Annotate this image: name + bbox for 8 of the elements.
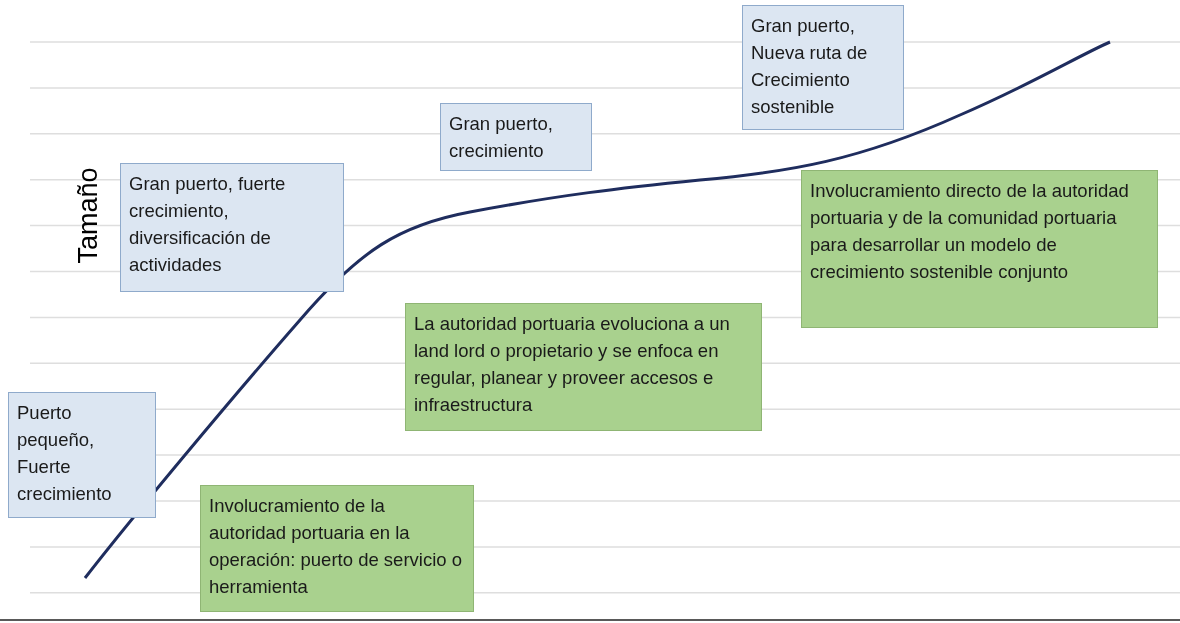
stage-label: Puerto pequeño, Fuerte crecimiento xyxy=(8,392,156,518)
stage-label: Gran puerto, crecimiento xyxy=(440,103,592,171)
description-card: La autoridad portuaria evoluciona a un land lord o propietario y se enfoca en regular, planear y proveer accesos e infraestructura xyxy=(405,303,762,431)
stage-label: Gran puerto, Nueva ruta de Crecimiento sostenible xyxy=(742,5,904,130)
axis-title: Tamaño xyxy=(72,167,104,264)
description-card: Involucramiento directo de la autoridad portuaria y de la comunidad portuaria para desarrollar un modelo de crecimiento sostenible conjunto xyxy=(801,170,1158,328)
description-card: Involucramiento de la autoridad portuaria en la operación: puerto de servicio o herramienta xyxy=(200,485,474,612)
stage-label: Gran puerto, fuerte crecimiento, diversificación de actividades xyxy=(120,163,344,292)
